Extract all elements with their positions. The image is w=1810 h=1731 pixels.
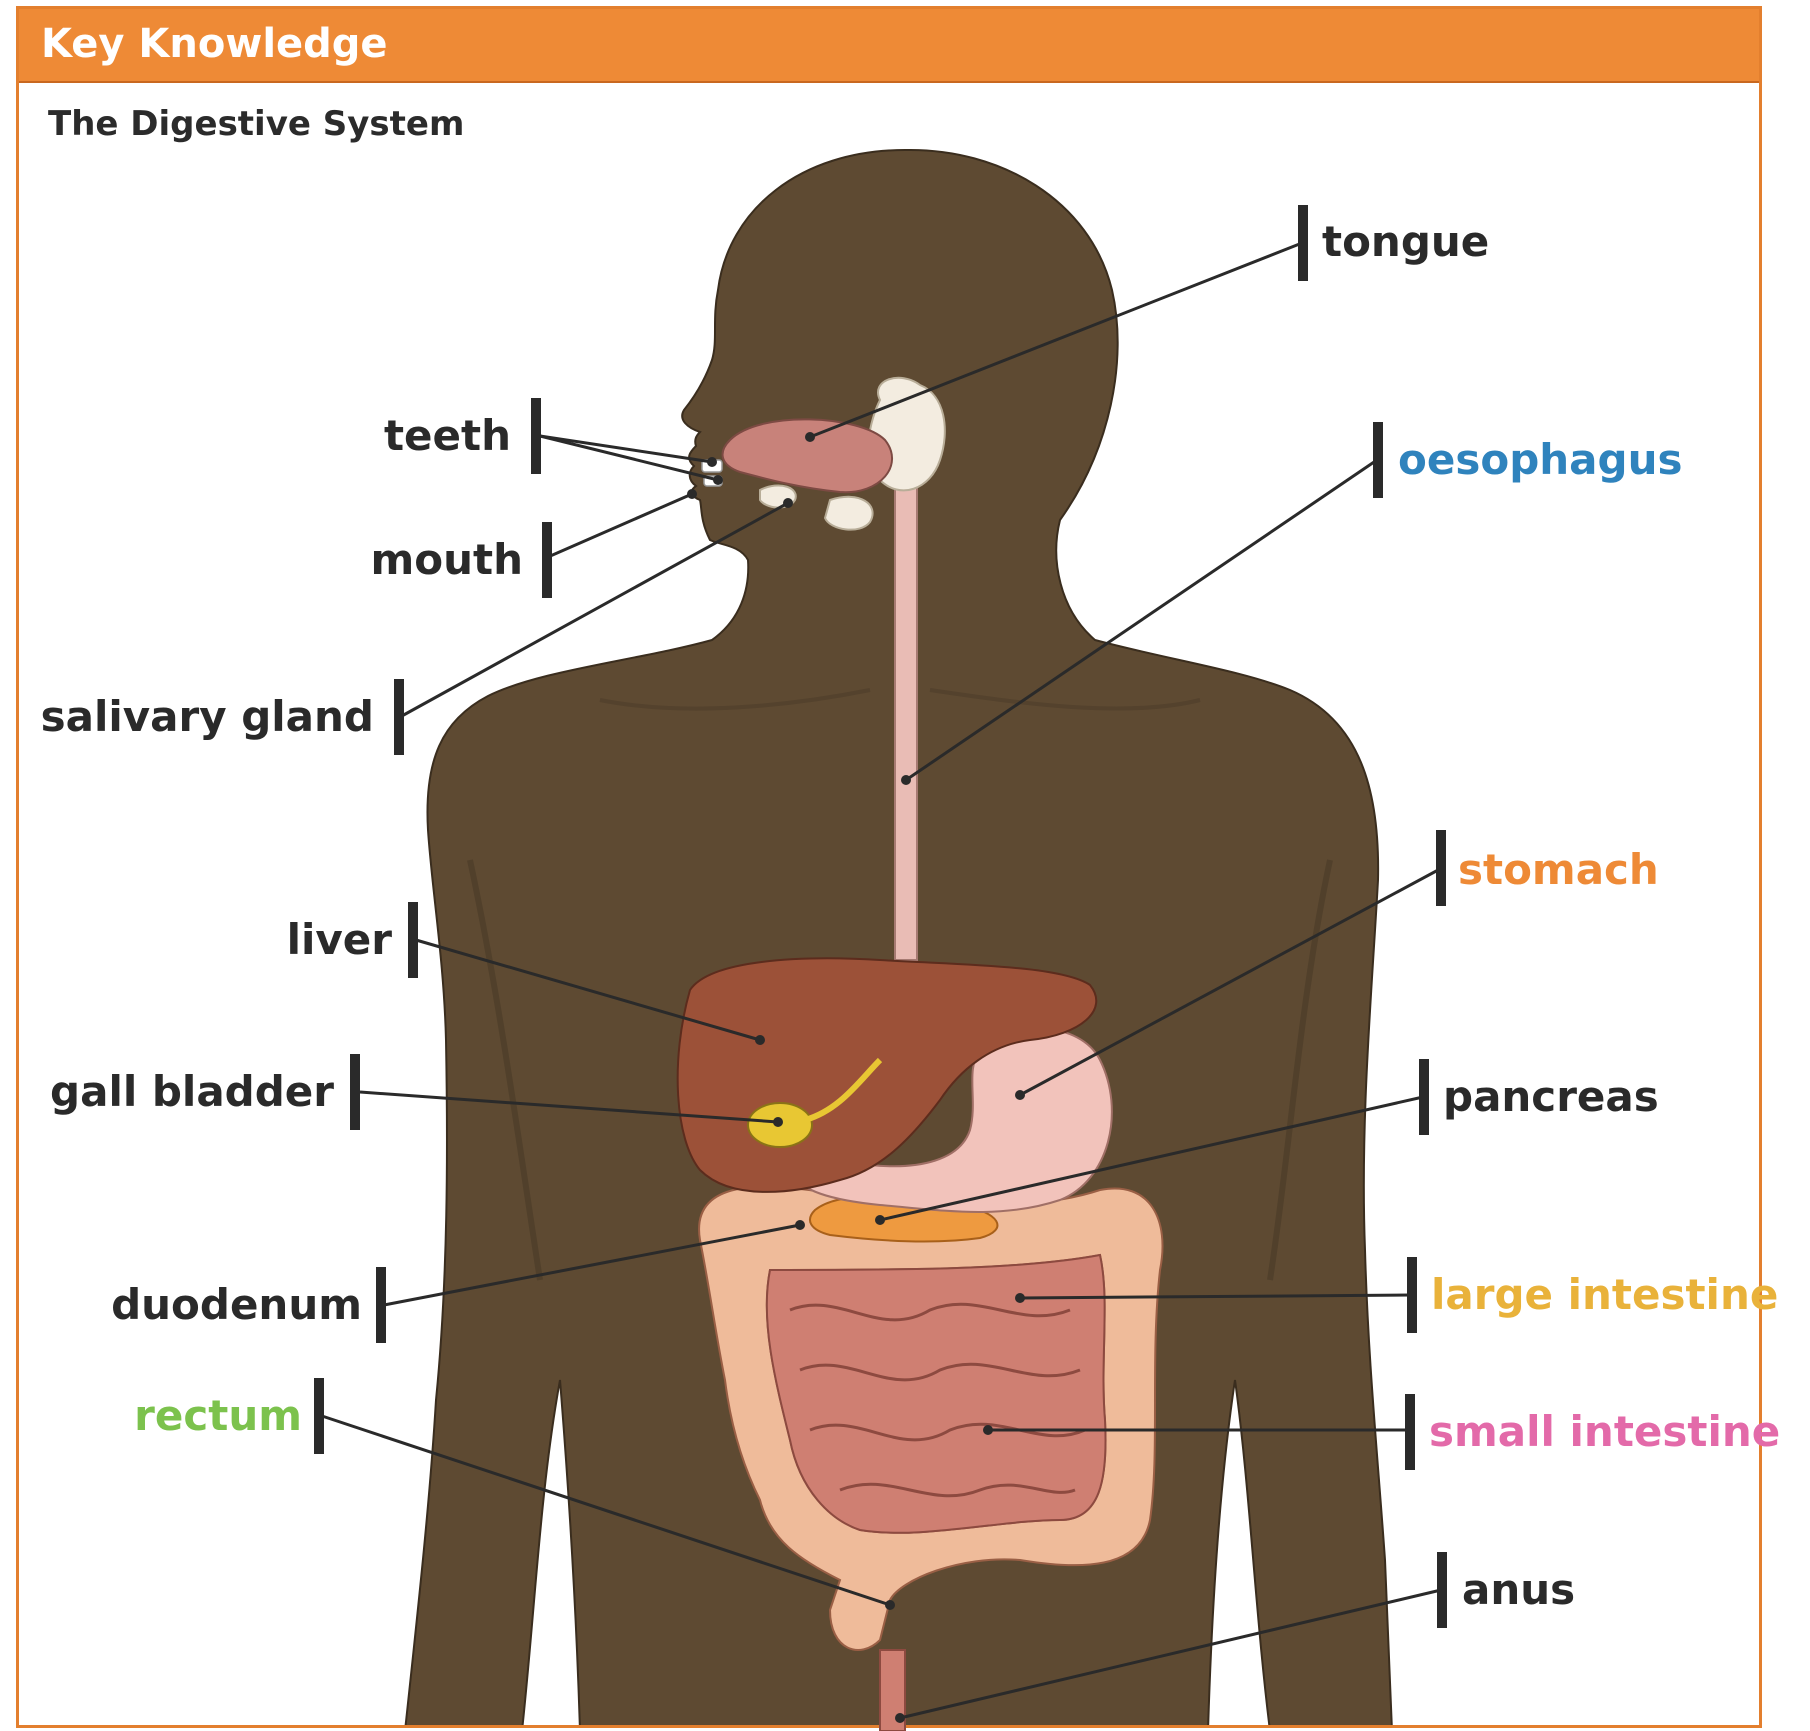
label-rectum: rectum [134,1391,302,1440]
label-mouth: mouth [371,535,524,584]
label-liver: liver [287,915,393,964]
label-salivary-gland: salivary gland [41,692,374,741]
label-tongue: tongue [1322,217,1489,266]
label-small-intestine: small intestine [1429,1407,1780,1456]
label-duodenum: duodenum [111,1280,362,1329]
label-large-intestine: large intestine [1431,1270,1778,1319]
label-gall-bladder: gall bladder [50,1067,334,1116]
oesophagus-organ [895,470,917,960]
label-anus: anus [1462,1565,1575,1614]
label-pancreas: pancreas [1443,1072,1659,1121]
label-teeth: teeth [384,411,511,460]
label-oesophagus: oesophagus [1398,435,1682,484]
label-stomach: stomach [1458,845,1659,894]
